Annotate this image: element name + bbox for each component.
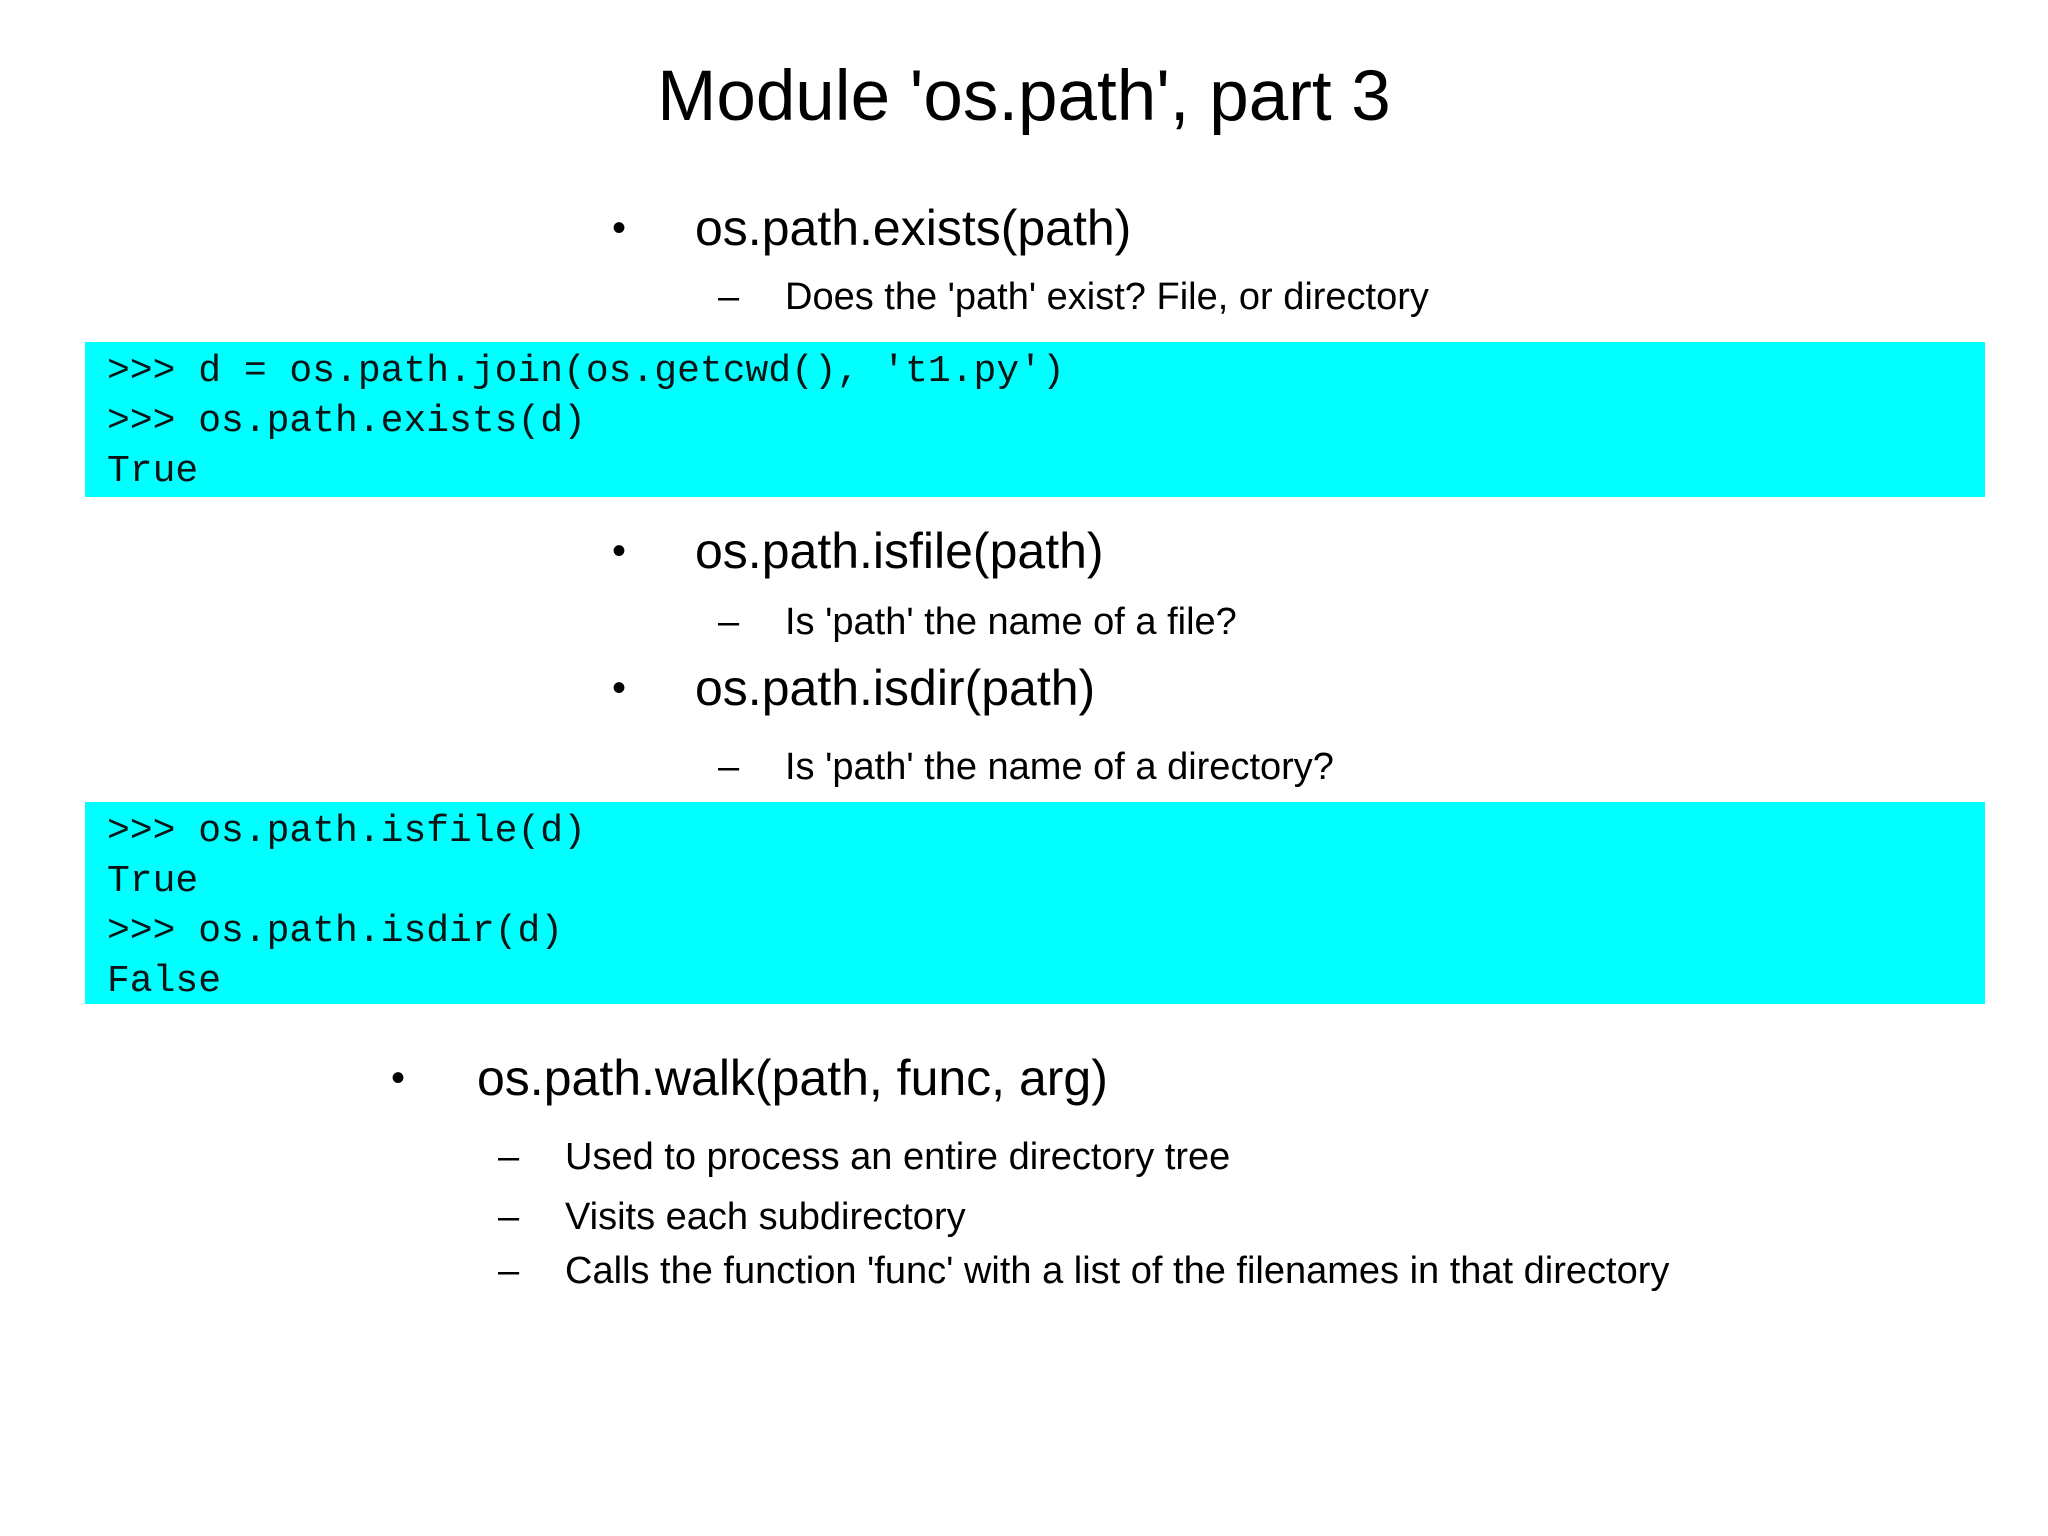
sub-bullet-walk-description-3: – Calls the function 'func' with a list … xyxy=(0,1247,2048,1295)
code-line: >>> os.path.isdir(d) xyxy=(107,910,564,953)
code-line: >>> os.path.isfile(d) xyxy=(107,810,586,853)
sub-bullet-label-exists: Does the 'path' exist? File, or director… xyxy=(785,276,1429,318)
sub-bullet-isdir-description: – Is 'path' the name of a directory? xyxy=(0,743,2048,791)
bullet-dot-icon: • xyxy=(391,1056,406,1100)
code-line: >>> os.path.exists(d) xyxy=(107,400,586,443)
dash-icon: – xyxy=(498,1196,520,1238)
bullet-item-isdir: • os.path.isdir(path) xyxy=(0,658,2048,718)
bullet-item-exists: • os.path.exists(path) xyxy=(0,198,2048,258)
bullet-dot-icon: • xyxy=(612,666,627,710)
dash-icon: – xyxy=(718,601,740,643)
bullet-label-isfile: os.path.isfile(path) xyxy=(695,523,1104,579)
code-line: False xyxy=(107,960,222,1003)
slide-title: Module 'os.path', part 3 xyxy=(657,57,1391,136)
sub-bullet-exists-description: – Does the 'path' exist? File, or direct… xyxy=(0,273,2048,321)
sub-bullet-label-walk-3: Calls the function 'func' with a list of… xyxy=(565,1250,1670,1292)
sub-bullet-walk-description-1: – Used to process an entire directory tr… xyxy=(0,1133,2048,1181)
bullet-dot-icon: • xyxy=(612,529,627,573)
code-line: >>> d = os.path.join(os.getcwd(), 't1.py… xyxy=(107,350,1065,393)
sub-bullet-label-walk-2: Visits each subdirectory xyxy=(565,1196,966,1238)
code-line: True xyxy=(107,860,199,903)
sub-bullet-label-walk-1: Used to process an entire directory tree xyxy=(565,1136,1231,1178)
bullet-dot-icon: • xyxy=(612,206,627,250)
dash-icon: – xyxy=(498,1136,520,1178)
sub-bullet-label-isfile: Is 'path' the name of a file? xyxy=(785,601,1237,643)
code-line: True xyxy=(107,450,199,493)
sub-bullet-walk-description-2: – Visits each subdirectory xyxy=(0,1193,2048,1241)
bullet-item-walk: • os.path.walk(path, func, arg) xyxy=(0,1048,2048,1108)
bullet-label-isdir: os.path.isdir(path) xyxy=(695,660,1096,716)
dash-icon: – xyxy=(498,1250,520,1292)
bullet-item-isfile: • os.path.isfile(path) xyxy=(0,521,2048,581)
dash-icon: – xyxy=(718,746,740,788)
sub-bullet-label-isdir: Is 'path' the name of a directory? xyxy=(785,746,1334,788)
bullet-label-exists: os.path.exists(path) xyxy=(695,200,1132,256)
dash-icon: – xyxy=(718,276,740,318)
code-block-isfile-isdir-demo: >>> os.path.isfile(d) True >>> os.path.i… xyxy=(85,802,1985,1004)
sub-bullet-isfile-description: – Is 'path' the name of a file? xyxy=(0,598,2048,646)
bullet-label-walk: os.path.walk(path, func, arg) xyxy=(477,1050,1108,1106)
code-block-exists-demo: >>> d = os.path.join(os.getcwd(), 't1.py… xyxy=(85,342,1985,497)
